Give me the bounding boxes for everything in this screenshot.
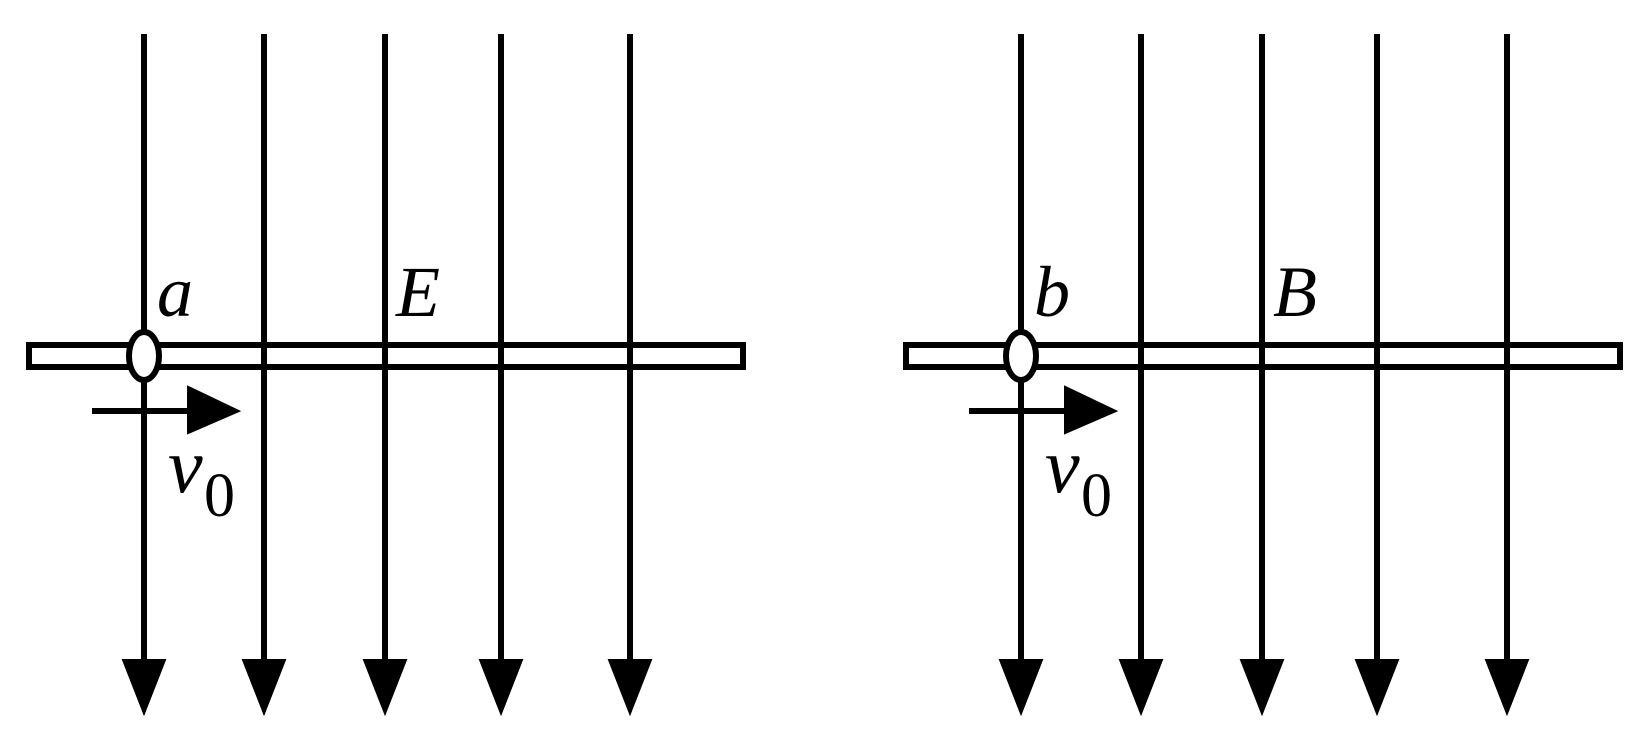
field-line [607, 34, 653, 717]
field-line [1239, 34, 1285, 717]
particle-label-a: a [157, 252, 193, 332]
field-line [362, 34, 408, 717]
guide-tube-electric [26, 342, 746, 370]
field-label-E: E [395, 252, 440, 332]
panel-electric-field: a E v 0 [26, 34, 746, 717]
velocity-label-magnetic: v [1045, 422, 1080, 509]
particle-b [1003, 329, 1039, 383]
velocity-arrow-electric [92, 385, 242, 435]
velocity-label-electric: v [168, 422, 203, 509]
guide-tube-magnetic [903, 342, 1623, 370]
field-line [478, 34, 524, 717]
particle-label-b: b [1034, 252, 1070, 332]
field-line [1118, 34, 1164, 717]
velocity-subscript-magnetic: 0 [1081, 462, 1112, 530]
field-line [1484, 34, 1530, 717]
velocity-arrow-magnetic [969, 385, 1119, 435]
field-lines-magnetic [998, 34, 1530, 717]
field-line [241, 34, 287, 717]
field-lines-electric [121, 34, 653, 717]
panel-magnetic-field: b B v 0 [903, 34, 1623, 717]
velocity-subscript-electric: 0 [204, 462, 235, 530]
field-line [1354, 34, 1400, 717]
particle-a [126, 329, 162, 383]
field-label-B: B [1273, 252, 1317, 332]
